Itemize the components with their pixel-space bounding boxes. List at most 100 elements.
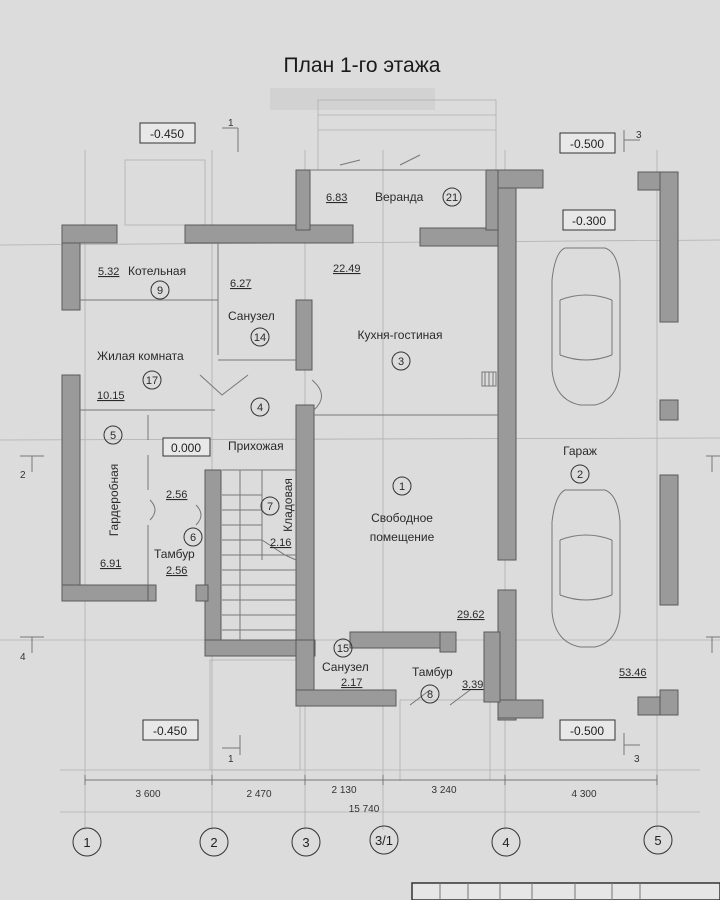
section-mark-2-right bbox=[706, 455, 720, 472]
room-name-bathroom-14: Санузел bbox=[228, 309, 275, 323]
room-area-wardrobe: 6.91 bbox=[100, 558, 121, 570]
room-area-vestibule-6-bottom: 2.56 bbox=[166, 565, 187, 577]
room-area-vestibule-8: 3.39 bbox=[462, 679, 483, 691]
room-name-hallway: Прихожая bbox=[228, 439, 284, 453]
room-area-bathroom-14: 6.27 bbox=[230, 278, 251, 290]
section-mark-3-bottom: 3 bbox=[623, 733, 640, 765]
room-area-free-room: 29.62 bbox=[457, 609, 485, 621]
room-number-circle bbox=[142, 370, 162, 390]
section-mark-1-top: 1 bbox=[222, 118, 239, 152]
staircase bbox=[222, 470, 297, 640]
svg-text:4: 4 bbox=[20, 652, 26, 663]
svg-text:3: 3 bbox=[636, 130, 642, 141]
level-box bbox=[559, 719, 616, 741]
partitions bbox=[80, 169, 498, 585]
axis-marker bbox=[491, 827, 521, 857]
room-number-circle bbox=[260, 496, 280, 516]
level-top-right: -0.500 bbox=[570, 137, 604, 151]
plan-title: План 1-го этажа bbox=[284, 54, 441, 77]
level-top-left: -0.450 bbox=[150, 127, 184, 141]
car-icon bbox=[551, 247, 621, 406]
svg-text:1: 1 bbox=[228, 754, 234, 765]
svg-text:2: 2 bbox=[20, 470, 26, 481]
level-box bbox=[142, 719, 199, 741]
axis-marker bbox=[643, 825, 673, 855]
section-mark-2-left: 2 bbox=[20, 455, 44, 481]
room-name-garage: Гараж bbox=[563, 444, 597, 458]
room-name-veranda: Веранда bbox=[375, 190, 424, 204]
axis-label-5: 5 bbox=[654, 833, 661, 848]
room-name-living: Жилая комната bbox=[97, 349, 184, 363]
level-garage: -0.300 bbox=[572, 214, 606, 228]
room-number-wardrobe: 5 bbox=[110, 430, 116, 442]
room-area-veranda: 6.83 bbox=[326, 192, 347, 204]
room-number-circle bbox=[250, 327, 270, 347]
dimension-total: 15 740 bbox=[349, 804, 380, 815]
doors bbox=[149, 154, 471, 706]
room-number-circle bbox=[103, 425, 123, 445]
axis-label-3: 3 bbox=[302, 835, 309, 850]
axis-label-1: 1 bbox=[83, 835, 90, 850]
room-name-bathroom-15: Санузел bbox=[322, 660, 369, 674]
room-area-living: 10.15 bbox=[97, 390, 125, 402]
section-mark-4-right bbox=[706, 636, 720, 653]
axis-label-3-1: 3/1 bbox=[375, 833, 393, 848]
room-number-kitchen: 3 bbox=[398, 356, 404, 368]
radiator-icon bbox=[481, 371, 497, 387]
room-area-boiler: 5.32 bbox=[98, 266, 119, 278]
room-number-free-room: 1 bbox=[399, 481, 405, 493]
level-box bbox=[162, 437, 211, 457]
level-box bbox=[139, 122, 196, 144]
room-number-circle bbox=[183, 527, 203, 547]
room-number-circle bbox=[570, 464, 590, 484]
room-number-vestibule-6: 6 bbox=[190, 532, 196, 544]
level-bottom-left: -0.450 bbox=[153, 724, 187, 738]
room-area-bathroom-15: 2.17 bbox=[341, 677, 362, 689]
room-number-circle bbox=[392, 476, 412, 496]
svg-text:3: 3 bbox=[634, 754, 640, 765]
axis-marker bbox=[369, 825, 399, 855]
room-area-storage: 2.16 bbox=[270, 537, 291, 549]
room-number-circle bbox=[150, 280, 170, 300]
car-icon bbox=[551, 489, 621, 648]
room-number-bathroom-14: 14 bbox=[254, 332, 266, 344]
dimension-span-4: 3 240 bbox=[431, 785, 456, 796]
section-mark-1-bottom: 1 bbox=[222, 735, 241, 765]
room-area-vestibule-6: 2.56 bbox=[166, 489, 187, 501]
room-number-vestibule-8: 8 bbox=[427, 689, 433, 701]
axis-label-2: 2 bbox=[210, 835, 217, 850]
room-name-vestibule-8: Тамбур bbox=[412, 665, 453, 679]
room-number-circle bbox=[442, 187, 462, 207]
dimension-span-2: 2 470 bbox=[246, 789, 271, 800]
room-number-circle bbox=[250, 397, 270, 417]
title-block-table bbox=[411, 882, 720, 900]
section-mark-4-left: 4 bbox=[20, 636, 44, 663]
room-number-boiler: 9 bbox=[157, 285, 163, 297]
room-name-vestibule-6: Тамбур bbox=[154, 547, 195, 561]
axis-label-4: 4 bbox=[502, 835, 509, 850]
axis-marker bbox=[72, 827, 102, 857]
room-name-free-room: Свободное bbox=[371, 511, 433, 525]
room-number-circle bbox=[420, 684, 440, 704]
room-name-boiler: Котельная bbox=[128, 264, 186, 278]
room-number-circle bbox=[391, 351, 411, 371]
level-box bbox=[562, 209, 616, 231]
room-name-storage: Кладовая bbox=[281, 478, 295, 532]
svg-text:1: 1 bbox=[228, 118, 234, 129]
level-bottom-right: -0.500 bbox=[570, 724, 604, 738]
dimension-span-3: 2 130 bbox=[331, 785, 356, 796]
room-area-kitchen: 22.49 bbox=[333, 263, 361, 275]
room-number-garage: 2 bbox=[577, 469, 583, 481]
room-number-living: 17 bbox=[146, 375, 158, 387]
walls bbox=[61, 169, 679, 721]
section-mark-3-top: 3 bbox=[623, 130, 642, 152]
room-name-kitchen: Кухня-гостиная bbox=[358, 328, 443, 342]
room-area-garage: 53.46 bbox=[619, 667, 647, 679]
level-box bbox=[559, 132, 616, 154]
room-name-wardrobe: Гардеробная bbox=[107, 464, 121, 537]
room-name-free-room-line2: помещение bbox=[370, 530, 435, 544]
axis-marker bbox=[291, 827, 321, 857]
room-number-circle bbox=[333, 638, 353, 658]
dimension-span-5: 4 300 bbox=[571, 789, 596, 800]
